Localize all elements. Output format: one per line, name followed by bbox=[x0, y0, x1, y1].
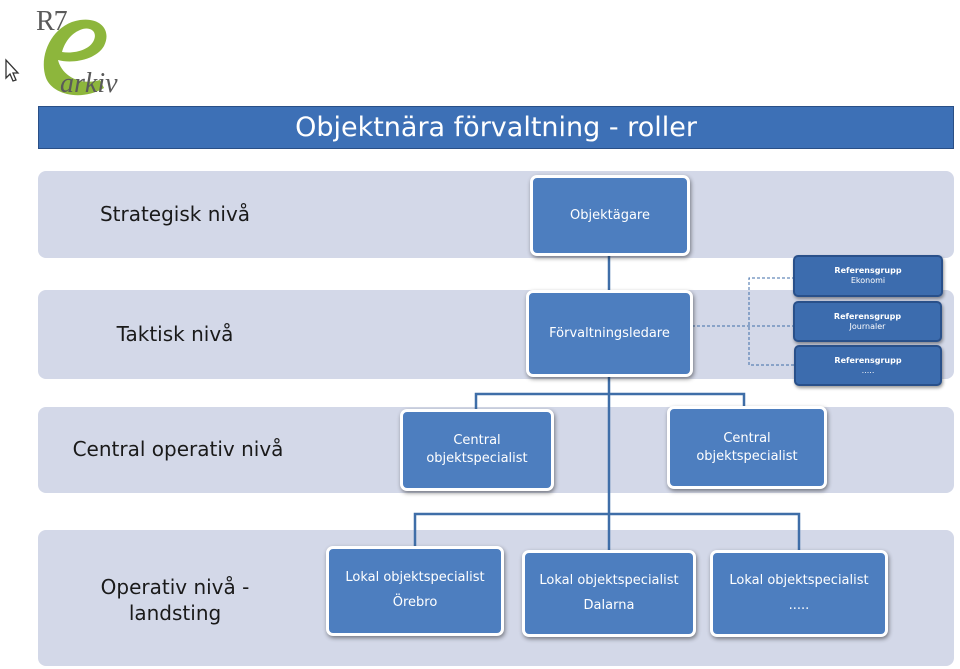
ref-line2: Journaler bbox=[849, 321, 886, 331]
ref-line1: Referensgrupp bbox=[833, 311, 902, 321]
ref-line1: Referensgrupp bbox=[834, 355, 902, 365]
ref-line2: Ekonomi bbox=[850, 276, 886, 285]
role-forvaltningsledare: Förvaltningsledare bbox=[526, 290, 693, 377]
role-line2: objektspecialist bbox=[426, 451, 528, 466]
band-strategic bbox=[38, 171, 954, 258]
e-logo-icon bbox=[43, 19, 107, 96]
ref-line1: Referensgrupp bbox=[834, 266, 902, 275]
role-line1: Central bbox=[723, 430, 771, 446]
role-line2: Dalarna bbox=[583, 597, 635, 613]
page-title: Objektnära förvaltning - roller bbox=[38, 106, 954, 149]
role-objektagare: Objektägare bbox=[530, 175, 690, 256]
role-line2: Örebro bbox=[392, 595, 438, 610]
reference-group-other: Referensgrupp ..... bbox=[794, 345, 942, 386]
role-local-specialist-other: Lokal objektspecialist ..... bbox=[710, 550, 888, 637]
level-label-strategic: Strategisk nivå bbox=[99, 202, 251, 226]
r7-earkiv-logo: R7 arkiv bbox=[30, 2, 135, 100]
level-label-operative-line1: Operativ nivå - bbox=[100, 575, 250, 599]
ref-line2: ..... bbox=[861, 365, 875, 375]
role-line2: objektspecialist bbox=[696, 448, 798, 464]
role-local-specialist-dalarna: Lokal objektspecialist Dalarna bbox=[522, 550, 696, 637]
role-line1: Lokal objektspecialist bbox=[729, 572, 869, 588]
level-label-tactical: Taktisk nivå bbox=[116, 322, 234, 346]
level-label-operative-line2: landsting bbox=[128, 601, 222, 625]
logo-arkiv-text: arkiv bbox=[60, 68, 118, 99]
role-line1: Lokal objektspecialist bbox=[345, 570, 485, 586]
role-line1: Central bbox=[453, 433, 501, 449]
reference-group-journaler: Referensgrupp Journaler bbox=[793, 301, 942, 342]
reference-group-ekonomi: Referensgrupp Ekonomi bbox=[793, 255, 943, 297]
role-line2: ..... bbox=[788, 597, 810, 613]
role-local-specialist-orebro: Lokal objektspecialist Örebro bbox=[326, 546, 504, 636]
role-line1: Lokal objektspecialist bbox=[539, 572, 679, 588]
level-label-central: Central operativ nivå bbox=[72, 437, 284, 461]
role-central-specialist-right: Central objektspecialist bbox=[667, 406, 827, 489]
logo-r7-text: R7 bbox=[36, 6, 68, 37]
mouse-cursor-icon bbox=[5, 58, 20, 82]
role-central-specialist-left: Central objektspecialist bbox=[400, 409, 554, 491]
level-label-operative: Operativ nivå - landsting bbox=[70, 574, 280, 626]
